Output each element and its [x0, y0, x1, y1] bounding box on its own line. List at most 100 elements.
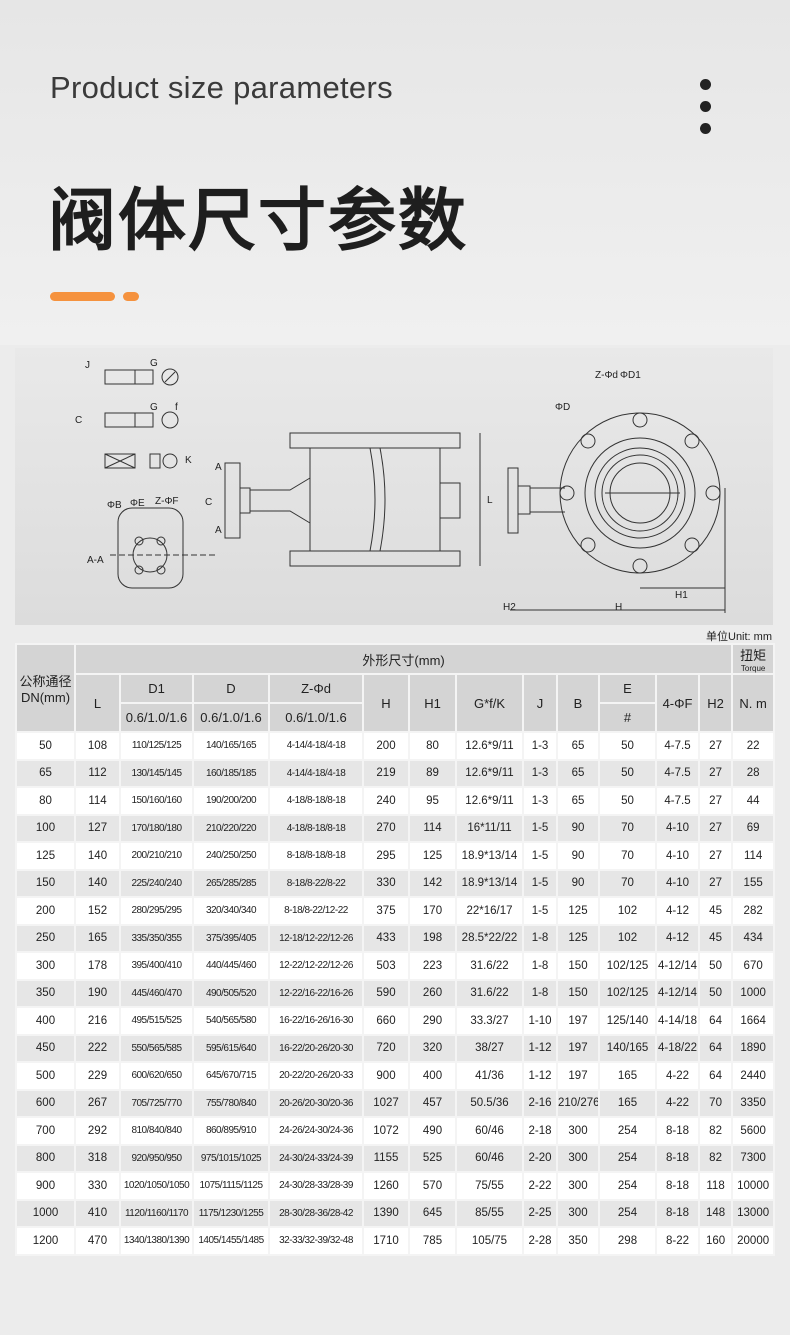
table-cell: 3350	[731, 1088, 776, 1118]
table-cell: 705/725/770	[119, 1088, 194, 1118]
table-cell: 1072	[362, 1116, 410, 1146]
table-cell: 260	[408, 978, 457, 1008]
table-cell: 65	[556, 731, 600, 761]
table-cell: 590	[362, 978, 410, 1008]
table-cell: 400	[15, 1006, 76, 1036]
table-cell: 1-8	[522, 951, 558, 981]
table-cell: 150	[556, 951, 600, 981]
table-cell: 2-18	[522, 1116, 558, 1146]
table-cell: 31.6/22	[455, 951, 524, 981]
table-cell: 525	[408, 1143, 457, 1173]
label-f: f	[175, 402, 178, 413]
table-cell: 160	[697, 1226, 734, 1256]
table-cell: 1390	[362, 1198, 410, 1228]
table-cell: 142	[408, 868, 457, 898]
table-cell: 80	[15, 786, 76, 816]
table-cell: 1175/1230/1255	[192, 1198, 270, 1228]
table-cell: 1-12	[522, 1033, 558, 1063]
table-cell: 1000	[15, 1198, 76, 1228]
table-cell: 920/950/950	[119, 1143, 194, 1173]
table-cell: 4-10	[655, 841, 700, 871]
table-cell: 125	[556, 923, 600, 953]
table-cell: 69	[731, 813, 776, 843]
table-cell: 4-14/18	[655, 1006, 700, 1036]
table-cell: 265/285/285	[192, 868, 270, 898]
table-cell: 4-18/8-18/8-18	[268, 813, 364, 843]
table-cell: 254	[598, 1198, 657, 1228]
table-cell: 1260	[362, 1171, 410, 1201]
table-cell: 2-25	[522, 1198, 558, 1228]
table-cell: 1-12	[522, 1061, 558, 1091]
table-cell: 140/165/165	[192, 731, 270, 761]
table-cell: 445/460/470	[119, 978, 194, 1008]
table-cell: 410	[74, 1198, 121, 1228]
table-cell: 198	[408, 923, 457, 953]
table-cell: 102/125	[598, 978, 657, 1008]
table-cell: 16-22/20-26/20-30	[268, 1033, 364, 1063]
table-cell: 112	[74, 758, 121, 788]
table-cell: 50	[598, 758, 657, 788]
table-cell: 114	[74, 786, 121, 816]
table-cell: 18.9*13/14	[455, 841, 524, 871]
table-cell: 433	[362, 923, 410, 953]
vertical-dots-icon	[700, 79, 711, 145]
table-cell: 2440	[731, 1061, 776, 1091]
table-cell: 108	[74, 731, 121, 761]
table-cell: 82	[697, 1143, 734, 1173]
table-cell: 82	[697, 1116, 734, 1146]
table-cell: 210/220/220	[192, 813, 270, 843]
table-cell: 645	[408, 1198, 457, 1228]
table-cell: 75/55	[455, 1171, 524, 1201]
table-cell: 45	[697, 896, 734, 926]
table-cell: 4-12/14	[655, 951, 700, 981]
table-cell: 4-18/22	[655, 1033, 700, 1063]
table-cell: 4-12	[655, 923, 700, 953]
table-cell: 4-22	[655, 1061, 700, 1091]
table-cell: 18.9*13/14	[455, 868, 524, 898]
table-cell: 150	[15, 868, 76, 898]
table-cell: 503	[362, 951, 410, 981]
table-cell: 300	[556, 1171, 600, 1201]
table-cell: 12.6*9/11	[455, 731, 524, 761]
table-cell: 300	[556, 1143, 600, 1173]
table-cell: 95	[408, 786, 457, 816]
table-cell: 150	[556, 978, 600, 1008]
table-cell: 100	[15, 813, 76, 843]
table-cell: 450	[15, 1033, 76, 1063]
table-cell: 2-20	[522, 1143, 558, 1173]
label-g: G	[150, 358, 158, 369]
table-cell: 50	[697, 978, 734, 1008]
table-cell: 4-7.5	[655, 758, 700, 788]
table-cell: 350	[15, 978, 76, 1008]
table-cell: 105/75	[455, 1226, 524, 1256]
table-cell: 197	[556, 1061, 600, 1091]
table-cell: 1-5	[522, 868, 558, 898]
table-cell: 70	[598, 813, 657, 843]
table-cell: 1664	[731, 1006, 776, 1036]
table-cell: 197	[556, 1006, 600, 1036]
table-cell: 720	[362, 1033, 410, 1063]
label-phi-d1: ΦD1	[620, 370, 641, 381]
table-cell: 70	[697, 1088, 734, 1118]
table-cell: 300	[15, 951, 76, 981]
table-cell: 200	[362, 731, 410, 761]
table-cell: 65	[556, 786, 600, 816]
table-cell: 1340/1380/1390	[119, 1226, 194, 1256]
table-cell: 395/400/410	[119, 951, 194, 981]
table-cell: 7300	[731, 1143, 776, 1173]
header-4-phi-f: 4-ΦF	[655, 673, 700, 733]
table-cell: 8-18/8-18/8-18	[268, 841, 364, 871]
table-cell: 457	[408, 1088, 457, 1118]
table-cell: 292	[74, 1116, 121, 1146]
label-phi-d: ΦD	[555, 402, 570, 413]
table-cell: 216	[74, 1006, 121, 1036]
table-cell: 1-8	[522, 978, 558, 1008]
